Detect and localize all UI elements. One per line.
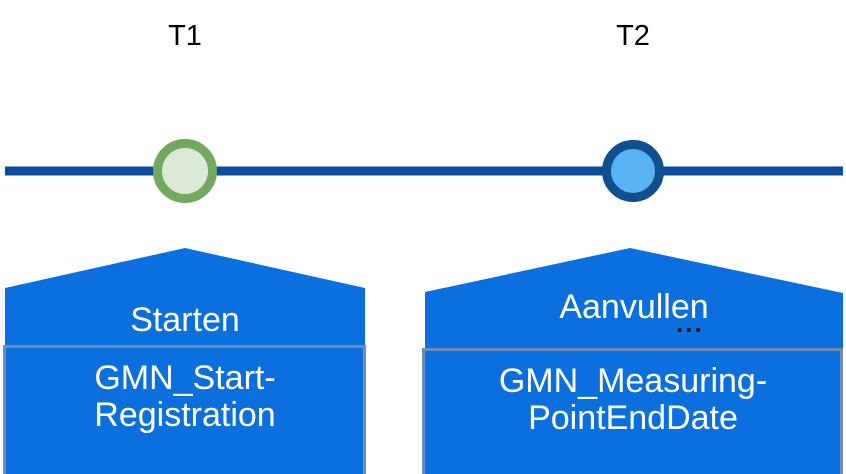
- timeline-label-t1: T1: [168, 20, 202, 52]
- gmn-measuringpointenddate-box: [422, 348, 843, 474]
- box-label-line-1: GMN_Start-: [94, 359, 276, 397]
- box-label-gmn-measuringpointenddate: GMN_Measuring- PointEndDate: [428, 363, 838, 436]
- box-label-line-2: Registration: [94, 395, 276, 434]
- gmn-start-registration-box: [3, 345, 366, 474]
- timeline-marker-t2: [602, 140, 664, 202]
- box-label-line-2: PointEndDate: [528, 398, 738, 437]
- box-label-gmn-start-registration: GMN_Start- Registration: [10, 360, 360, 433]
- banner-ellipsis-aanvullen: ...: [676, 308, 704, 338]
- banner-title-starten: Starten: [130, 301, 240, 339]
- banner-title-aanvullen: Aanvullen: [559, 288, 709, 326]
- timeline-label-t2: T2: [616, 20, 650, 52]
- banner-shape-starten: [5, 248, 365, 346]
- timeline-marker-t1: [153, 139, 217, 203]
- banner-shape-aanvullen: [425, 248, 843, 349]
- box-label-line-1: GMN_Measuring-: [498, 362, 768, 400]
